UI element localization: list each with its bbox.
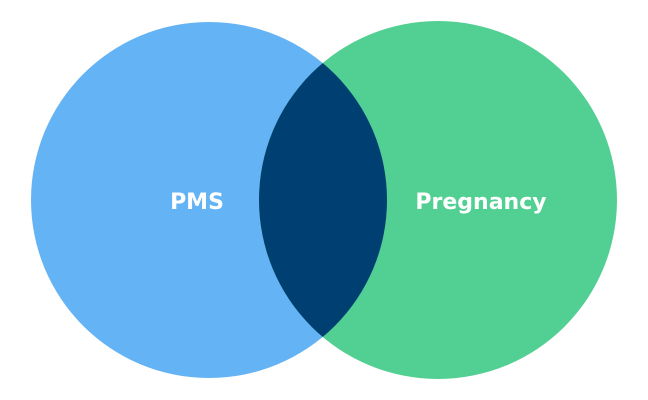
pms-label: PMS [170, 190, 224, 215]
intersection-region [259, 22, 387, 378]
pregnancy-label: Pregnancy [415, 190, 546, 215]
